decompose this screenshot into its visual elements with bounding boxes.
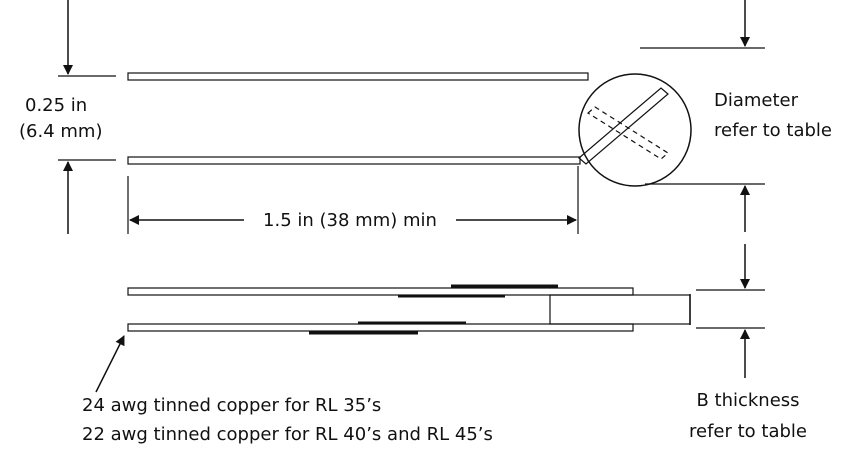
lower-lead (127, 156, 581, 165)
thickness-label-line1: B thickness (696, 390, 799, 411)
top-view: 0.25 in (6.4 mm) 1.5 in (38 mm) min Diam… (19, 0, 832, 234)
wire-note-line1: 24 awg tinned copper for RL 35’s (82, 395, 381, 416)
side-lower-lead (127, 323, 634, 332)
thickness-label-line2: refer to table (689, 421, 807, 442)
spacing-label-line2: (6.4 mm) (19, 121, 102, 142)
side-view: 24 awg tinned copper for RL 35’s 22 awg … (82, 244, 807, 445)
disc-body (578, 73, 692, 187)
diameter-label-line2: refer to table (714, 120, 832, 141)
wire-note-line2: 22 awg tinned copper for RL 40’s and RL … (82, 424, 493, 445)
upper-lead (127, 72, 589, 81)
side-disc-body (549, 294, 691, 325)
spacing-label-line1: 0.25 in (25, 95, 87, 116)
wire-leader-arrow (95, 335, 125, 393)
length-label: 1.5 in (38 mm) min (263, 210, 437, 231)
diameter-label-line1: Diameter (714, 90, 799, 111)
side-upper-lead (127, 287, 634, 296)
disc-hidden-strip (586, 106, 670, 160)
disc-lead-strip (578, 87, 669, 165)
